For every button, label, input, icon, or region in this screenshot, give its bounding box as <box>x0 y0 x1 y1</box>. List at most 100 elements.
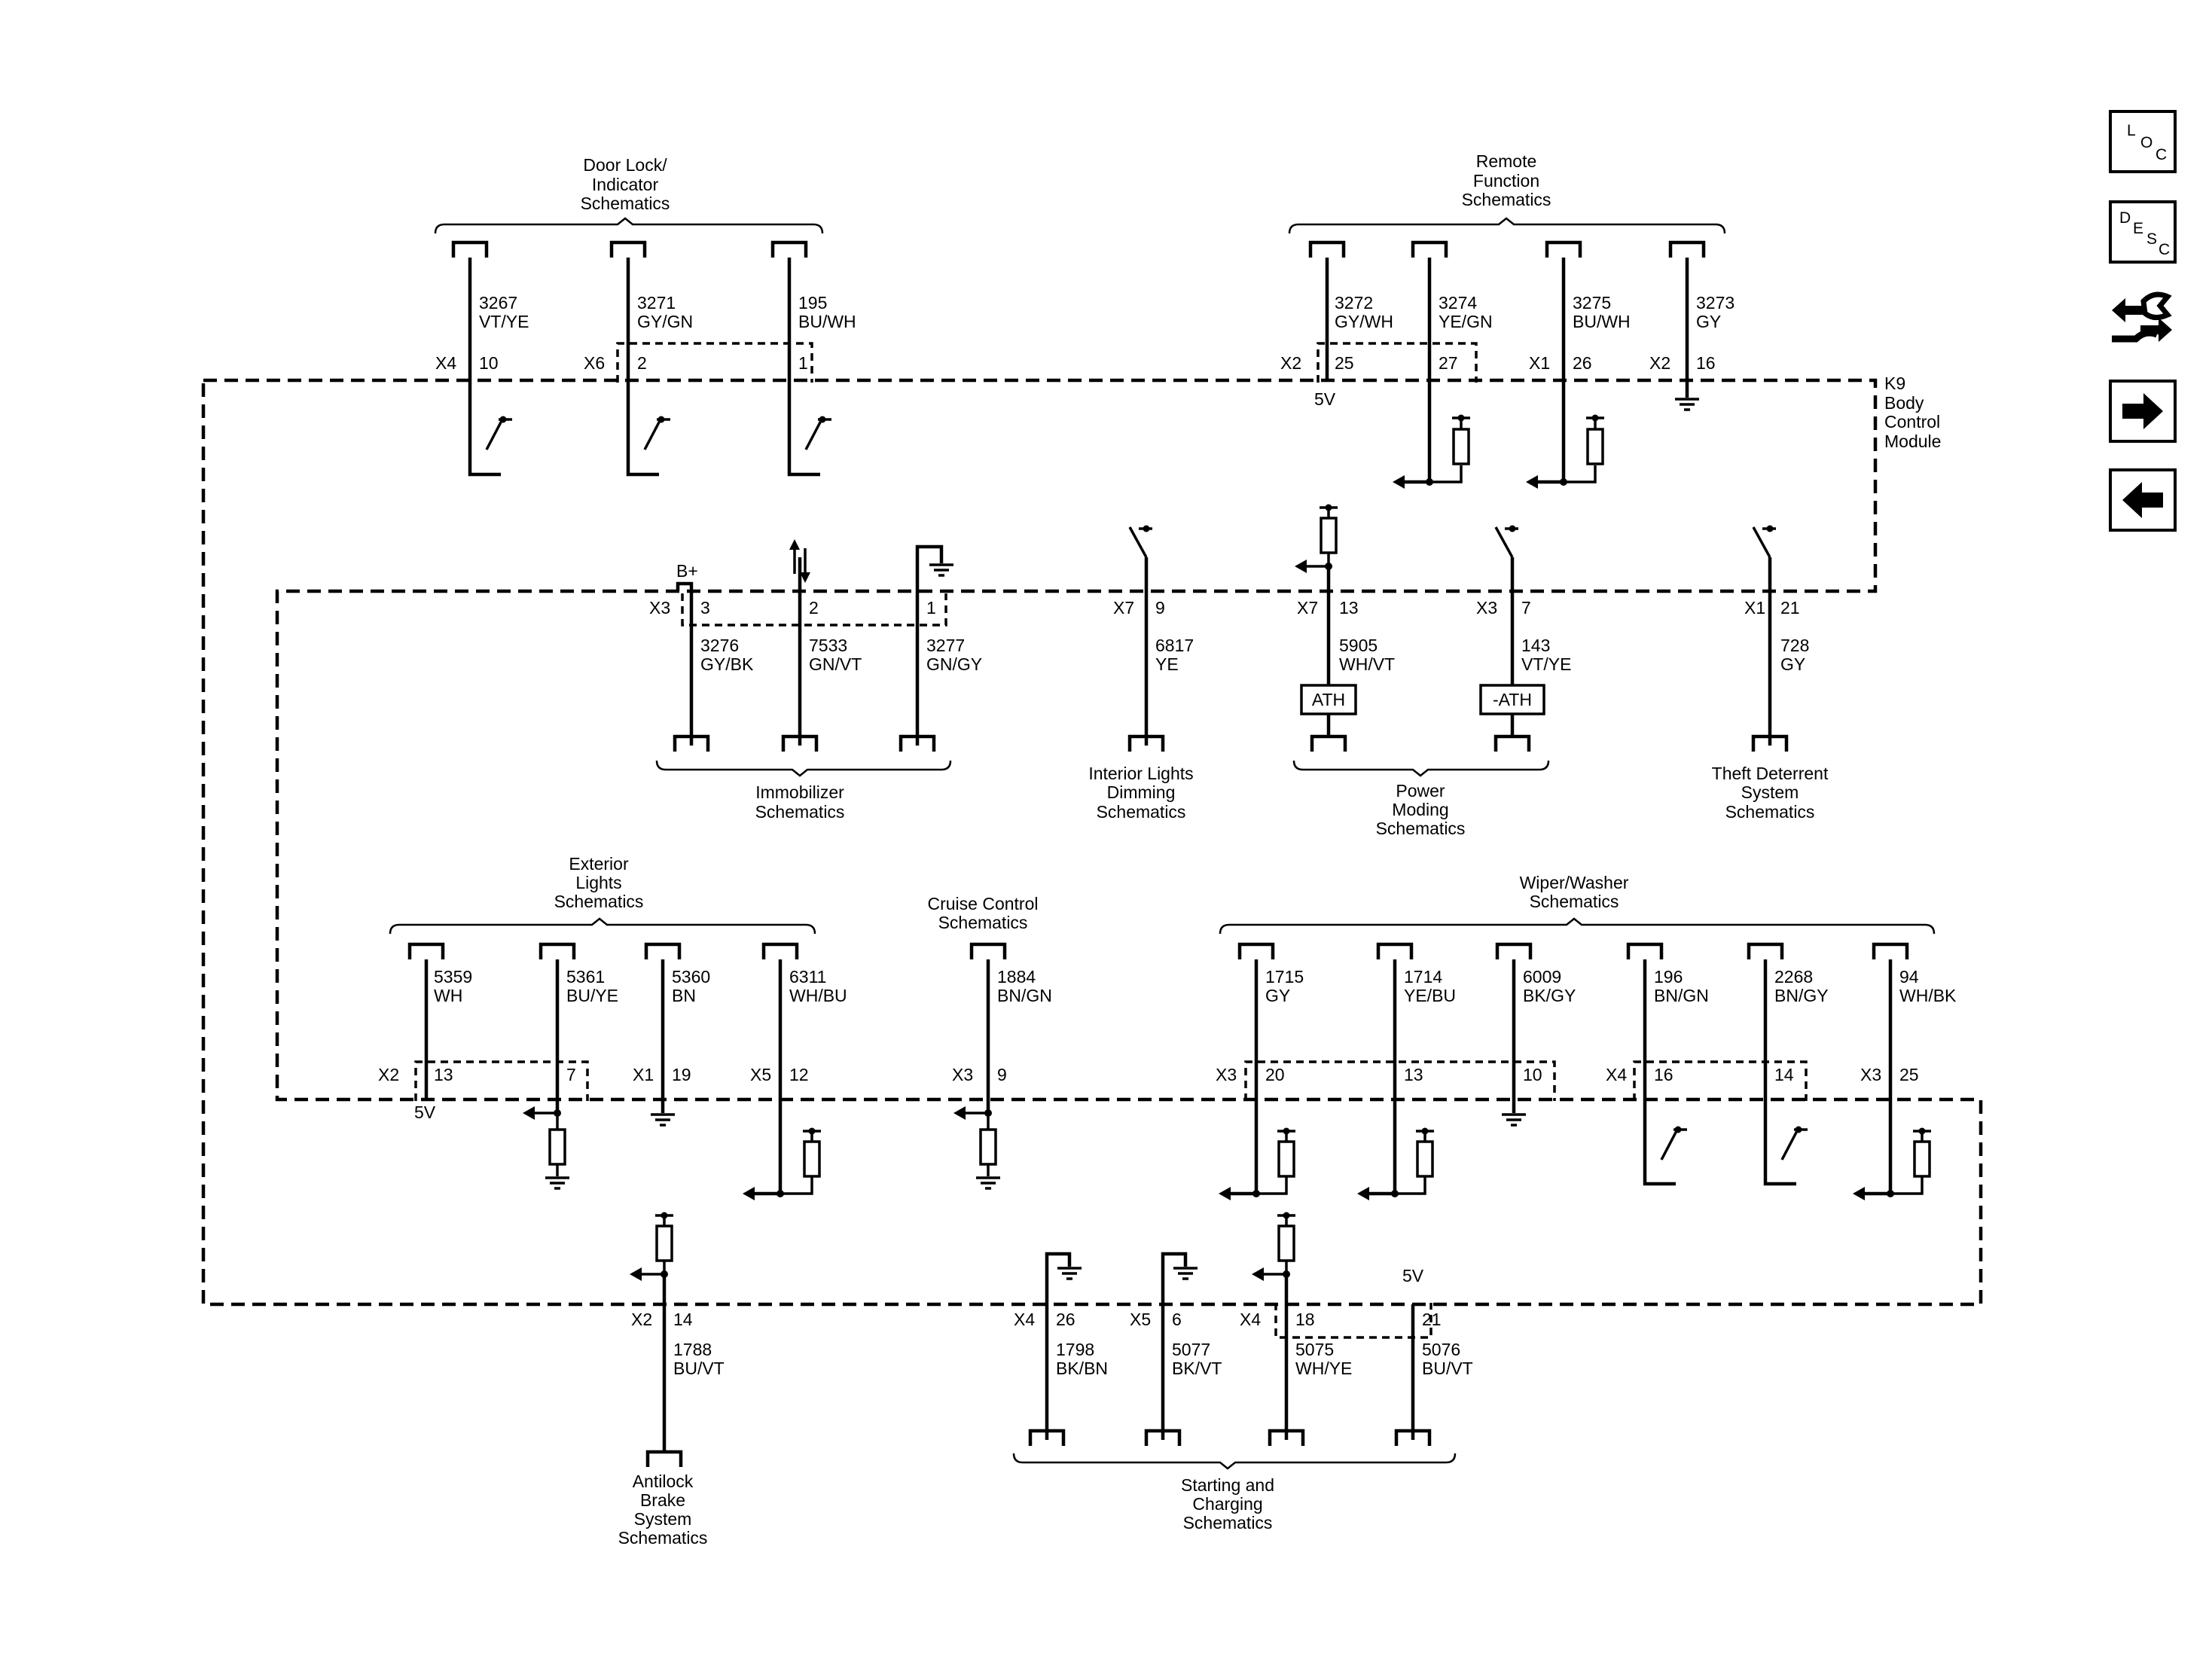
svg-text:5360: 5360 <box>672 967 710 987</box>
starting-charging-group: Starting and Charging Schematics <box>1012 1453 1457 1532</box>
svg-text:GN/GY: GN/GY <box>926 654 982 674</box>
svg-text:3267: 3267 <box>479 293 517 313</box>
svg-text:1715: 1715 <box>1265 967 1304 987</box>
svg-text:12: 12 <box>789 1065 809 1084</box>
svg-text:3275: 3275 <box>1573 293 1611 313</box>
previous-page-button[interactable] <box>2109 468 2177 532</box>
svg-text:B+: B+ <box>676 561 698 581</box>
svg-text:WH/BK: WH/BK <box>1899 986 1957 1005</box>
circuit-3267: 3267 VT/YE X4 10 <box>435 242 529 477</box>
svg-text:Starting and: Starting and <box>1181 1475 1274 1495</box>
svg-text:GY: GY <box>1780 654 1805 674</box>
antilock-brake-group: Antilock Brake System Schematics <box>618 1471 708 1548</box>
location-button[interactable]: L O C <box>2109 110 2177 173</box>
svg-text:Interior Lights: Interior Lights <box>1088 764 1193 783</box>
next-page-button[interactable] <box>2109 380 2177 443</box>
svg-text:6817: 6817 <box>1155 636 1194 655</box>
circuit-195: 195 BU/WH 1 <box>773 242 856 477</box>
door-lock-group: Door Lock/ Indicator Schematics <box>434 155 824 234</box>
svg-text:143: 143 <box>1521 636 1550 655</box>
circuit-5076: 5V 21 5076 BU/VT <box>1396 1266 1473 1446</box>
circuit-5361: 5361 BU/YE 7 <box>523 944 618 1190</box>
svg-text:5076: 5076 <box>1422 1340 1460 1359</box>
svg-text:7: 7 <box>566 1065 576 1084</box>
svg-text:BK/VT: BK/VT <box>1172 1359 1222 1378</box>
svg-text:16: 16 <box>1654 1065 1673 1084</box>
svg-text:Brake: Brake <box>640 1490 685 1510</box>
svg-text:WH/YE: WH/YE <box>1295 1359 1352 1378</box>
svg-text:BN/GN: BN/GN <box>1654 986 1709 1005</box>
svg-text:X5: X5 <box>1130 1310 1151 1329</box>
circuit-196: 196 BN/GN X4 16 <box>1606 944 1709 1186</box>
svg-text:3: 3 <box>700 598 710 618</box>
circuit-3272: 3272 GY/WH X2 25 5V <box>1280 242 1393 409</box>
svg-text:1788: 1788 <box>673 1340 712 1359</box>
svg-text:5V: 5V <box>1314 389 1336 409</box>
bcm-label: K9 Body Control Module <box>1884 374 1941 451</box>
svg-text:YE/GN: YE/GN <box>1439 312 1493 331</box>
svg-text:3271: 3271 <box>637 293 676 313</box>
circuit-1884: 1884 BN/GN X3 9 <box>952 944 1052 1190</box>
connector-x6-shell <box>616 342 813 383</box>
svg-text:X3: X3 <box>1216 1065 1237 1084</box>
circuit-2268: 2268 BN/GY 14 <box>1749 944 1829 1186</box>
svg-text:Control: Control <box>1884 412 1940 432</box>
svg-text:Door Lock/: Door Lock/ <box>583 155 667 175</box>
svg-text:728: 728 <box>1780 636 1809 655</box>
svg-text:16: 16 <box>1696 353 1716 373</box>
circuit-3273: 3273 GY X2 16 <box>1649 242 1735 411</box>
svg-text:1798: 1798 <box>1056 1340 1094 1359</box>
circuit-3275: 3275 BU/WH X1 26 <box>1526 242 1631 489</box>
svg-text:X2: X2 <box>631 1310 652 1329</box>
svg-text:Schematics: Schematics <box>755 802 845 822</box>
cruise-control-group: Cruise Control Schematics <box>928 894 1039 932</box>
svg-text:196: 196 <box>1654 967 1683 987</box>
svg-text:X4: X4 <box>435 353 456 373</box>
svg-text:5V: 5V <box>414 1102 436 1122</box>
wrench-icon[interactable] <box>2106 286 2178 354</box>
svg-text:X1: X1 <box>1744 598 1765 618</box>
svg-text:26: 26 <box>1056 1310 1075 1329</box>
svg-text:10: 10 <box>479 353 499 373</box>
svg-text:Wiper/Washer: Wiper/Washer <box>1520 873 1629 892</box>
svg-text:5361: 5361 <box>566 967 605 987</box>
svg-text:5905: 5905 <box>1339 636 1378 655</box>
svg-text:Function: Function <box>1473 171 1539 191</box>
circuit-5905: ATH X7 13 5905 WH/VT <box>1295 504 1395 752</box>
svg-text:1714: 1714 <box>1404 967 1442 987</box>
svg-text:GY/GN: GY/GN <box>637 312 693 331</box>
svg-text:BN: BN <box>672 986 696 1005</box>
theft-deterrent-group: Theft Deterrent System Schematics <box>1712 764 1829 822</box>
svg-text:18: 18 <box>1295 1310 1315 1329</box>
svg-text:X3: X3 <box>1860 1065 1881 1084</box>
desc-letter-e: E <box>2133 220 2144 237</box>
svg-text:19: 19 <box>672 1065 691 1084</box>
circuit-1798: X4 26 1798 BK/BN <box>1014 1252 1108 1446</box>
svg-text:10: 10 <box>1523 1065 1542 1084</box>
loc-letter-o: O <box>2140 134 2153 151</box>
svg-text:Schematics: Schematics <box>1097 802 1186 822</box>
svg-text:21: 21 <box>1780 598 1800 618</box>
interior-lights-group: Interior Lights Dimming Schematics <box>1088 764 1193 822</box>
svg-text:195: 195 <box>798 293 827 313</box>
svg-text:BK/GY: BK/GY <box>1523 986 1576 1005</box>
svg-text:Charging: Charging <box>1192 1494 1262 1514</box>
svg-text:6009: 6009 <box>1523 967 1561 987</box>
svg-text:Schematics: Schematics <box>1183 1513 1273 1532</box>
svg-text:X3: X3 <box>649 598 670 618</box>
description-button[interactable]: D E S C <box>2109 200 2177 264</box>
arrow-up-icon <box>789 539 800 550</box>
circuit-3271: 3271 GY/GN X6 2 <box>584 242 693 477</box>
circuit-94: 94 WH/BK X3 25 <box>1853 944 1957 1200</box>
svg-text:X3: X3 <box>1476 598 1497 618</box>
remote-function-group: Remote Function Schematics <box>1288 151 1726 234</box>
circuit-728: X1 21 728 GY <box>1744 525 1809 752</box>
circuit-1788: X2 14 1788 BU/VT <box>630 1212 725 1468</box>
svg-text:3273: 3273 <box>1696 293 1735 313</box>
circuit-1714: 1714 YE/BU 13 <box>1357 944 1456 1200</box>
svg-text:13: 13 <box>434 1065 453 1084</box>
svg-text:GY: GY <box>1265 986 1290 1005</box>
bcm-boundary <box>201 378 1983 1307</box>
circuit-3274: 3274 YE/GN 27 <box>1393 242 1493 489</box>
svg-text:X7: X7 <box>1297 598 1318 618</box>
